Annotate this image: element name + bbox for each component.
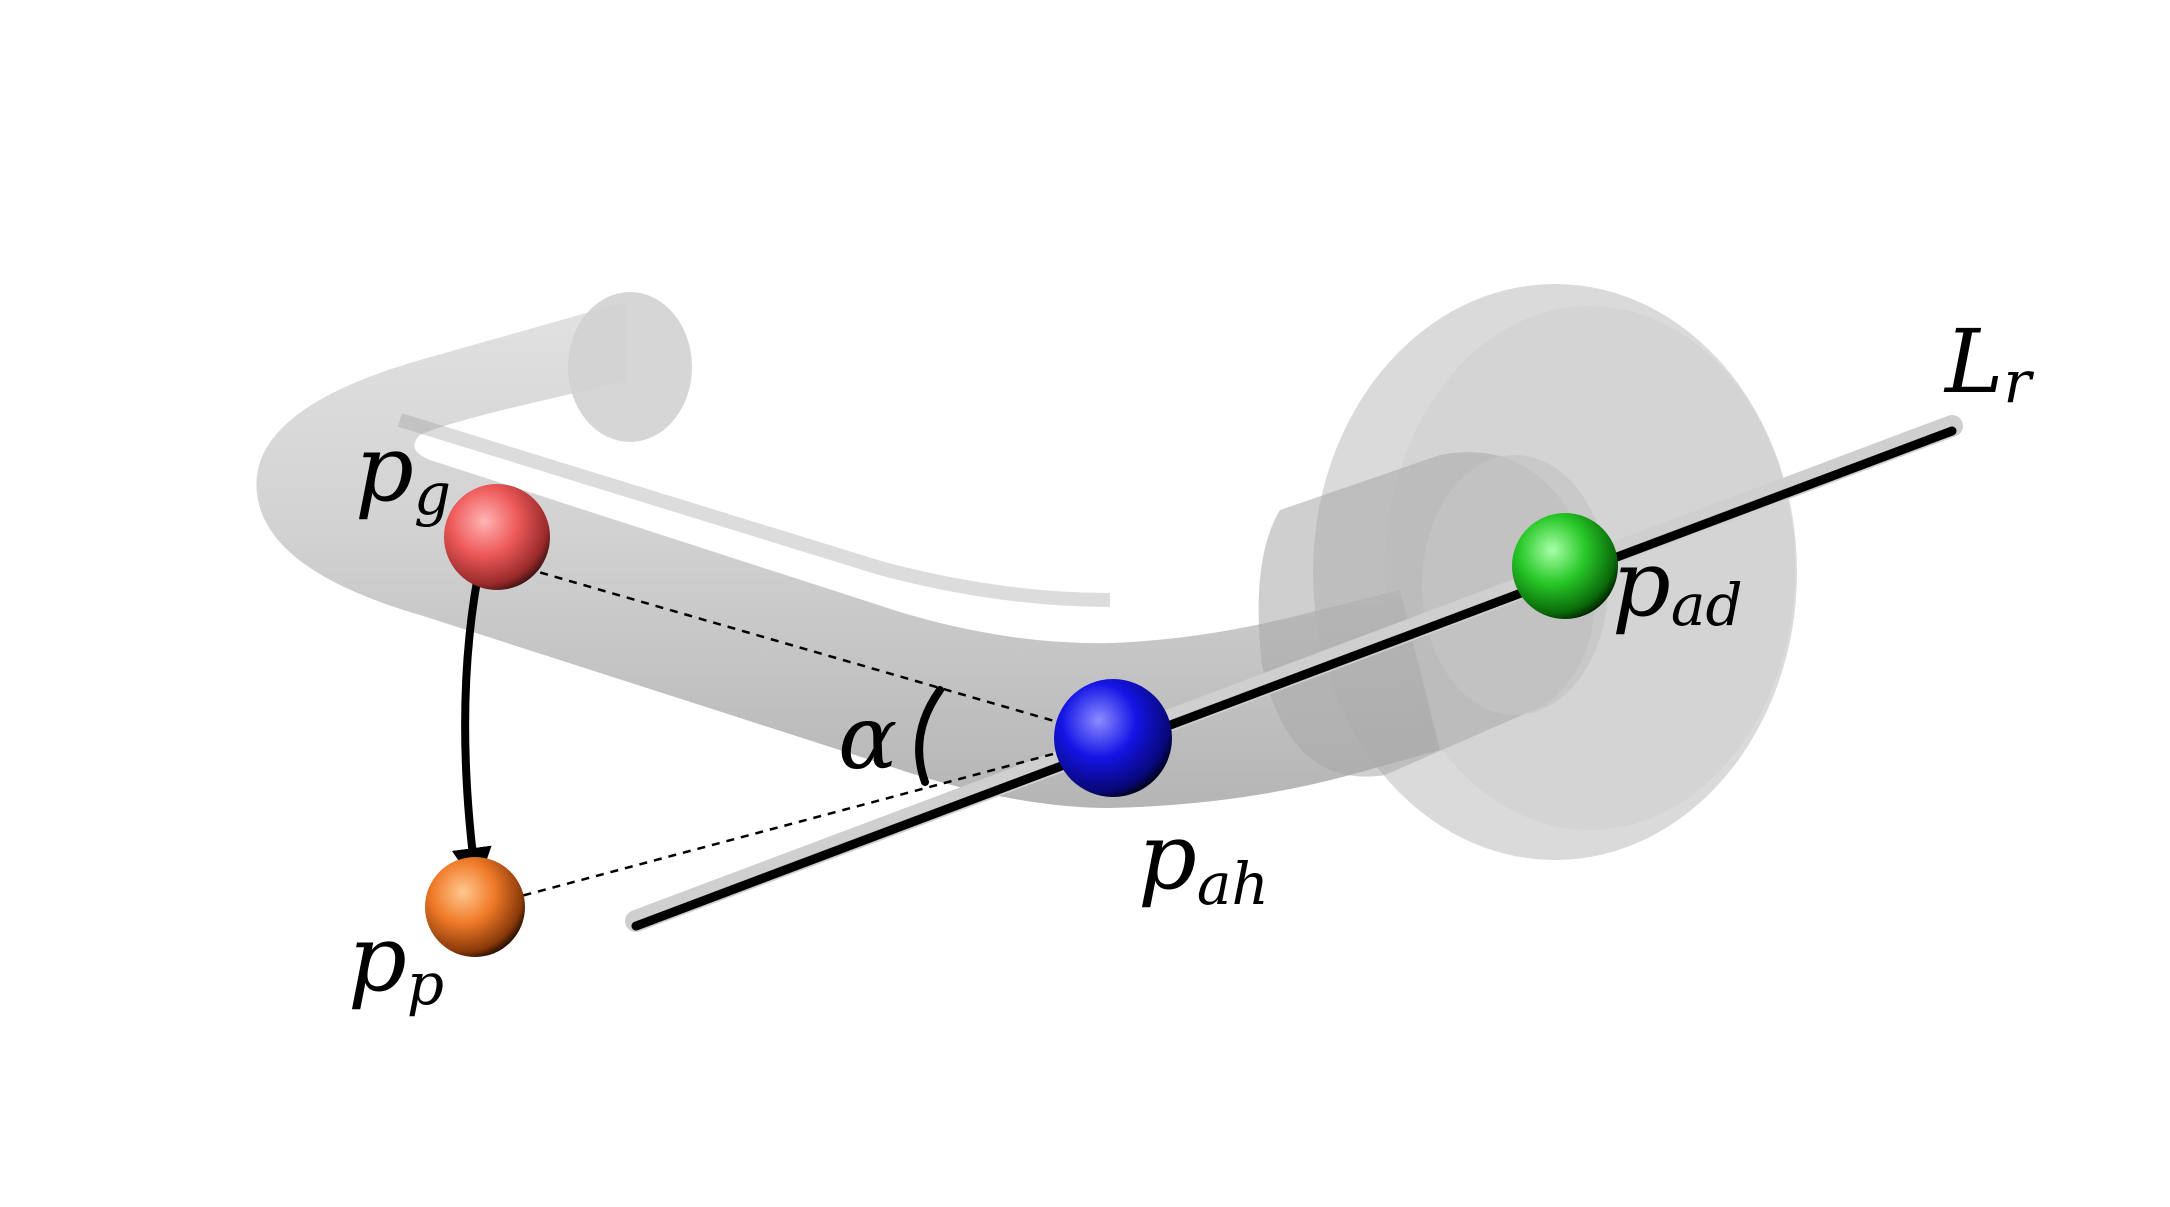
- label-pad: pad: [1612, 530, 1743, 639]
- label-pah: pah: [1138, 803, 1269, 918]
- rotation-axis: [625, 415, 1963, 932]
- point-pp: [425, 857, 525, 957]
- label-alpha: α: [838, 686, 897, 789]
- angle-arc: [915, 686, 944, 786]
- handle-tube: [256, 292, 1440, 808]
- point-pg: [444, 484, 550, 590]
- reference-lines: [479, 558, 1114, 909]
- label-pg: pg: [355, 415, 451, 528]
- label-pp: pp: [348, 905, 444, 1018]
- point-pah: [1054, 679, 1172, 797]
- label-lr: Lr: [1943, 310, 2034, 416]
- point-pad: [1512, 513, 1618, 619]
- rotation-arrow: [451, 559, 492, 888]
